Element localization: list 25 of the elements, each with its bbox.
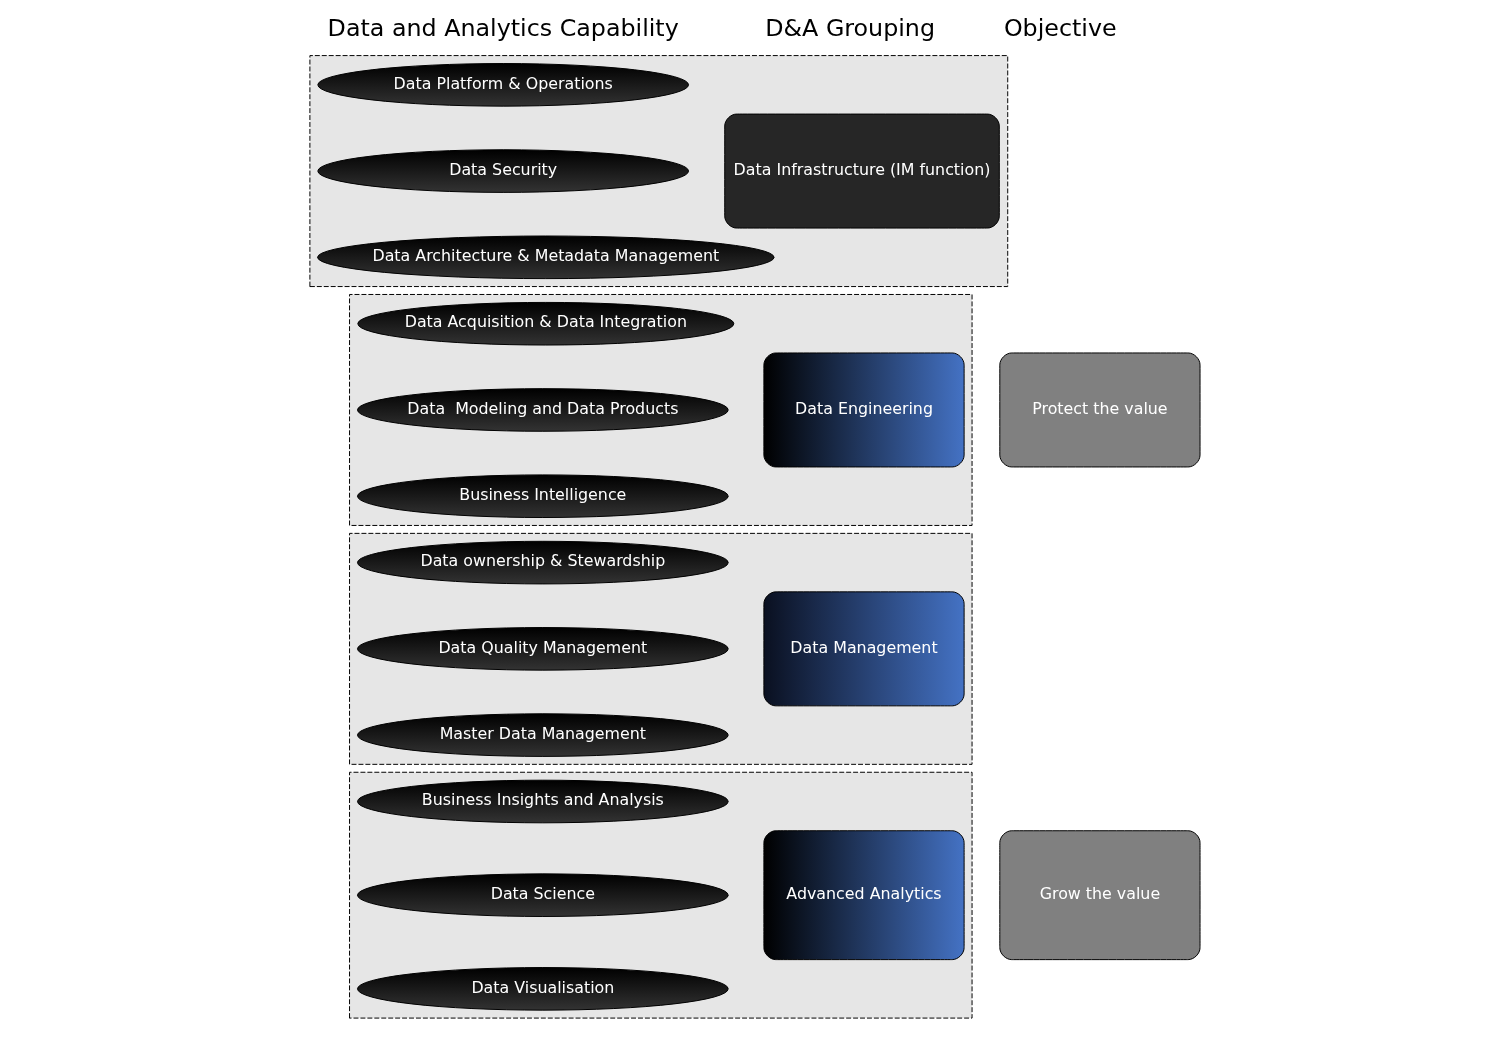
node-ellipse: Data Visualisation [356, 967, 729, 1011]
node-box: Data Engineering [762, 352, 965, 468]
node-box: Data Infrastructure (IM function) [723, 113, 1000, 229]
node-ellipse: Master Data Management [356, 713, 729, 757]
node-ellipse: Business Intelligence [356, 474, 729, 518]
label: Objective [1003, 13, 1117, 42]
label: Data and Analytics Capability [327, 13, 679, 42]
cluster [348, 294, 973, 526]
label: D&A Grouping [764, 13, 935, 42]
node-box: Advanced Analytics [762, 830, 965, 961]
node-ellipse: Data ownership & Stewardship [356, 540, 729, 585]
node-box: Data Management [762, 591, 965, 707]
node-box: Grow the value [998, 830, 1201, 961]
node-ellipse: Data Platform & Operations [316, 63, 689, 107]
node-ellipse: Data Security [316, 149, 689, 193]
node-ellipse: Data Quality Management [356, 627, 729, 671]
cluster [348, 532, 973, 765]
node-ellipse: Data Modeling and Data Products [356, 388, 729, 432]
cluster [308, 55, 1008, 288]
node-ellipse: Business Insights and Analysis [356, 779, 729, 824]
node-box: Protect the value [998, 352, 1201, 468]
node-ellipse: Data Science [356, 873, 729, 917]
node-ellipse: Data Acquisition & Data Integration [356, 301, 734, 346]
node-ellipse: Data Architecture & Metadata Management [316, 235, 775, 280]
cluster [348, 771, 973, 1019]
